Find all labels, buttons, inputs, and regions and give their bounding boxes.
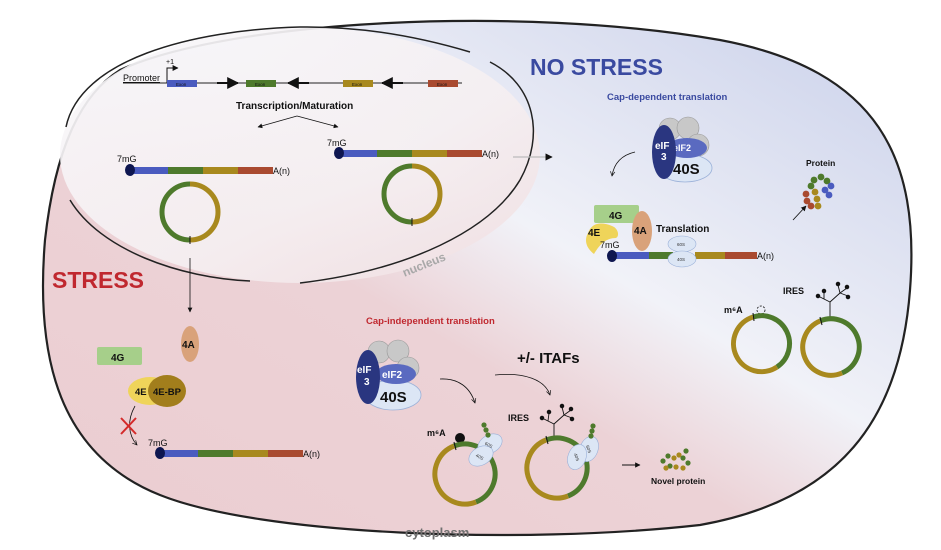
eif4e <box>586 223 619 254</box>
cap-7mg <box>125 164 135 176</box>
polyA-label: A(n) <box>757 251 774 261</box>
m6a-mark-empty <box>756 305 766 315</box>
transcription-label: Transcription/Maturation <box>236 101 353 112</box>
circrna-nucleus-right <box>381 163 443 226</box>
exon-3 <box>343 80 373 87</box>
exon-3-label: Exon <box>352 82 363 87</box>
protein-label: Protein <box>806 158 835 168</box>
eif4g <box>594 205 639 223</box>
eif4g-stress <box>97 347 142 365</box>
cap-label: 7mG <box>600 240 620 250</box>
m6a-label-no-stress: m⁶A <box>724 305 743 315</box>
novel-protein-label: Novel protein <box>651 476 705 486</box>
translation-label: Translation <box>656 224 709 235</box>
exon-2-label: Exon <box>255 82 266 87</box>
promoter-label: Promoter <box>123 73 160 83</box>
ribosome-40s-label: 40S <box>677 257 685 262</box>
exon-1-label: Exon <box>176 82 187 87</box>
circrna-stress-m6a <box>432 441 498 507</box>
eif4a-stress <box>181 326 199 362</box>
itafs-label: +/- ITAFs <box>517 350 580 367</box>
polyA-label: A(n) <box>273 166 290 176</box>
cap-dependent-heading: Cap-dependent translation <box>607 92 728 103</box>
linear-mrna-nucleus-right: 7mG A(n) <box>327 138 499 159</box>
eif4e-stress-label: 4E <box>135 387 147 398</box>
translating-mrna: 4G 4E 4A Translation 7mG 60S 40S A(n) <box>586 205 774 268</box>
cap-7mg <box>155 447 165 459</box>
recruitment-arrow <box>612 151 636 176</box>
ires-label-stress: IRES <box>508 413 529 423</box>
cap-label: 7mG <box>148 438 168 448</box>
nuclear-envelope <box>69 199 251 282</box>
ribosome-60s-label: 60S <box>585 445 592 454</box>
eif4ebp-label: 4E-BP <box>153 387 182 398</box>
eif3-label-line1: eIF <box>357 365 371 376</box>
branch-arrow-left <box>257 115 298 129</box>
exon-2 <box>246 80 276 87</box>
m6a-mark-filled <box>455 433 465 443</box>
cytoplasm-label: cytoplasm <box>405 525 469 540</box>
cap-label: 7mG <box>117 154 137 164</box>
exon-4 <box>428 80 458 87</box>
cap-independent-heading: Cap-independent translation <box>366 316 495 327</box>
ribosome-on-m6a-circrna: 60S 40S <box>468 422 503 467</box>
eif4a <box>632 211 652 251</box>
linear-mrna-stress: 7mG A(n) <box>148 438 320 459</box>
ribosome-40s-label: 40S <box>673 161 700 178</box>
eif4ebp <box>148 375 186 407</box>
eif4e-label: 4E <box>588 228 601 239</box>
eif4a-label: 4A <box>634 226 647 237</box>
eif4g-stress-label: 4G <box>111 353 125 364</box>
nuclear-envelope <box>65 26 471 128</box>
ires-structure-icon <box>815 281 851 318</box>
no-stress-title: NO STRESS <box>530 54 663 80</box>
cap-label: 7mG <box>327 138 347 148</box>
eif3-label-line1: eIF <box>655 141 669 152</box>
tss-label: +1 <box>166 59 174 66</box>
polyA-label: A(n) <box>482 149 499 159</box>
eif4g-label: 4G <box>609 211 623 222</box>
ribosome-60s-label: 60S <box>677 242 685 247</box>
ribosome-40s <box>667 250 697 268</box>
ribosome-on-ires-circrna: 60S 40S <box>567 423 599 470</box>
ribosome-40s-label: 40S <box>573 453 580 462</box>
circrna-nucleus-left <box>159 181 221 244</box>
m6a-label-stress: m⁶A <box>427 428 446 438</box>
eif3-label-line2: 3 <box>661 152 667 163</box>
nuclear-envelope <box>299 61 535 284</box>
m6a-pathway-arrow <box>439 378 475 403</box>
blocked-x-icon <box>120 417 137 435</box>
eif2-label: eIF2 <box>673 143 691 153</box>
protein-icon <box>802 173 835 210</box>
circrna-no-stress-ires <box>800 316 862 378</box>
tss-arrow <box>166 65 179 83</box>
ribosome-40s-label: 40S <box>475 453 484 461</box>
gene-structure: Promoter +1 Exon Exon Exon Exon <box>123 59 462 89</box>
branch-arrow-right <box>296 115 339 129</box>
cap-7mg <box>607 250 617 262</box>
preinitiation-complex-stress: 40S eIF2 eIF 3 <box>356 339 422 411</box>
polyA-label: A(n) <box>303 449 320 459</box>
eif4a-stress-label: 4A <box>182 340 195 351</box>
ires-label-no-stress: IRES <box>783 286 804 296</box>
ires-structure-icon <box>539 403 575 438</box>
exon-1 <box>167 80 197 87</box>
linear-mrna-nucleus-left: 7mG A(n) <box>117 154 290 176</box>
ribosome-40s-label: 40S <box>380 389 407 406</box>
circrna-no-stress-m6a <box>731 312 792 375</box>
to-protein-arrow <box>792 205 807 221</box>
novel-protein-icon <box>660 448 691 471</box>
preinitiation-complex-no-stress: 40S eIF2 eIF 3 <box>652 116 713 183</box>
stress-title: STRESS <box>52 267 144 293</box>
eif2-label: eIF2 <box>382 370 402 381</box>
exon-4-label: Exon <box>437 82 448 87</box>
eif3-label-line2: 3 <box>364 377 370 388</box>
cap-7mg <box>334 147 344 159</box>
ribosome-60s-label: 60S <box>484 441 493 449</box>
ires-pathway-arrow <box>494 374 550 395</box>
